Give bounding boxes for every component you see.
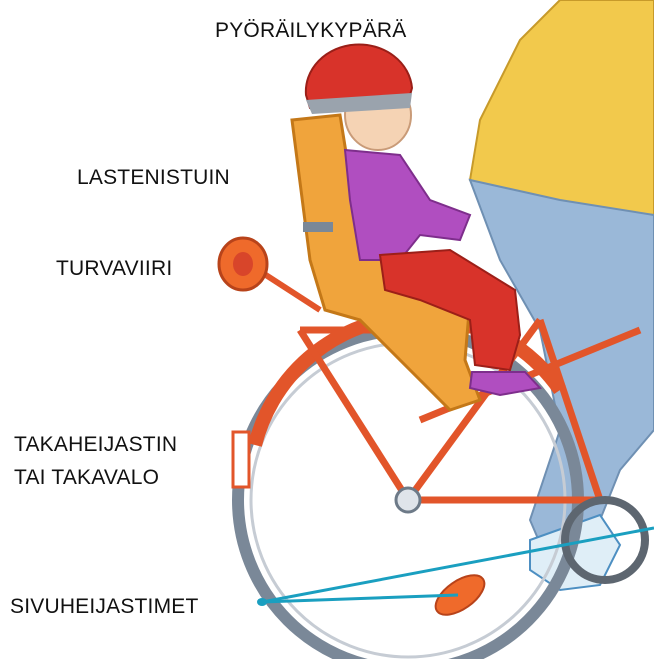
label-safety-flag: TURVAVIIRI (56, 256, 172, 282)
rear-reflector (233, 432, 249, 487)
seat-strap (303, 222, 333, 232)
label-rear-reflector-line1: TAKAHEIJASTIN (14, 432, 177, 458)
safety-flag-center (233, 252, 253, 276)
label-child-seat: LASTENISTUIN (77, 165, 230, 191)
label-side-reflectors: SIVUHEIJASTIMET (10, 594, 199, 620)
child-jacket (345, 150, 470, 260)
label-helmet: PYÖRÄILYKYPÄRÄ (215, 18, 406, 44)
rear-hub (396, 488, 420, 512)
label-rear-reflector-line2: TAI TAKAVALO (14, 465, 159, 491)
adult-jacket (470, 0, 654, 215)
pointer-anchor (257, 598, 267, 606)
